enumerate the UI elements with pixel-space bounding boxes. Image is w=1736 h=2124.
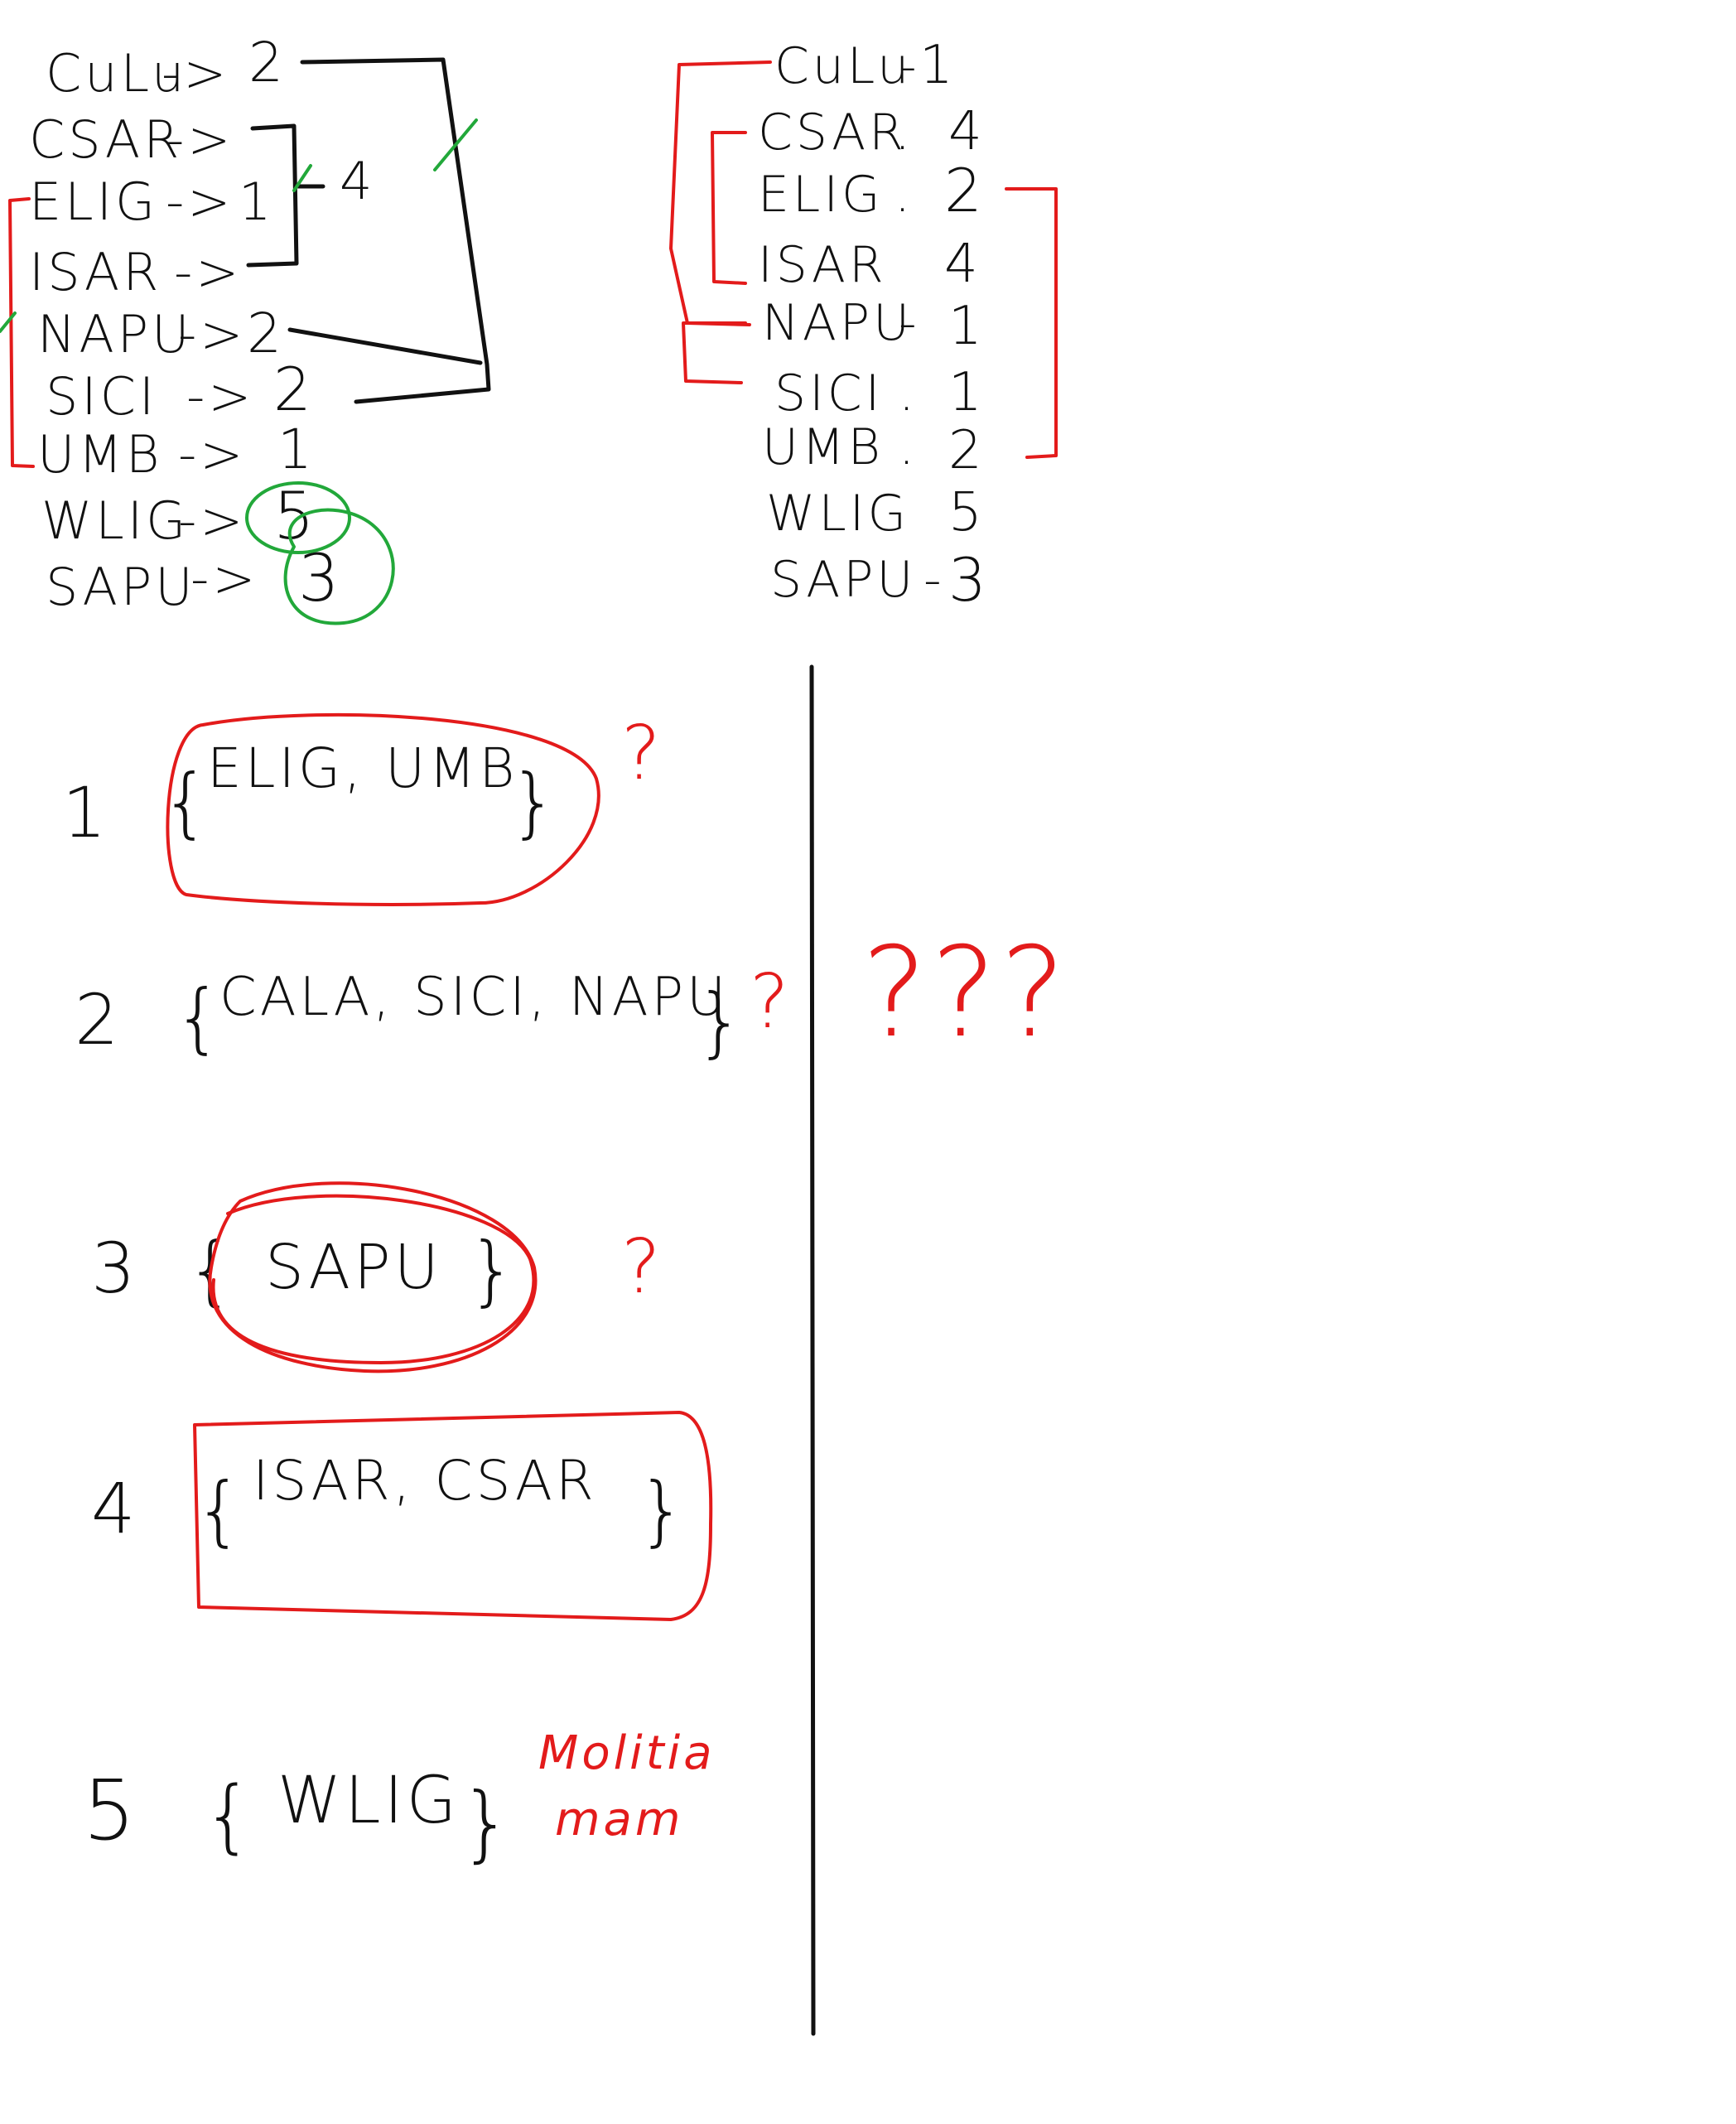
right-item-sep: - bbox=[923, 551, 945, 609]
left-item-name: NAPU bbox=[37, 304, 193, 364]
left-item-value: 5 bbox=[273, 480, 318, 554]
right-item-value: 2 bbox=[948, 420, 986, 481]
group-close-brace: } bbox=[638, 1466, 690, 1555]
group-number: 5 bbox=[83, 1762, 139, 1859]
check-mark bbox=[433, 118, 478, 171]
right-red-bracket-side bbox=[1005, 187, 1058, 459]
right-item-value: 1 bbox=[919, 35, 957, 96]
left-item-arrow: -> bbox=[186, 366, 254, 427]
question-mark: ? bbox=[750, 958, 793, 1045]
question-mark: ? bbox=[621, 710, 664, 797]
right-item-value: 4 bbox=[948, 101, 986, 162]
left-red-bracket bbox=[8, 197, 35, 468]
right-item-name: ISAR bbox=[758, 236, 887, 294]
right-item-sep: . bbox=[895, 104, 914, 162]
left-item-arrow: -> bbox=[162, 43, 229, 104]
group-box bbox=[193, 1411, 713, 1621]
left-item-arrow: -> bbox=[178, 304, 246, 364]
right-item-name: CSAR bbox=[758, 104, 907, 162]
left-item-arrow: -> bbox=[166, 171, 234, 232]
group-open-brace: { bbox=[203, 1769, 257, 1862]
left-list: CuLu -> 2 CSAR -> ELIG -> 1 ISAR -> NAPU… bbox=[0, 31, 491, 625]
right-item-name: ELIG bbox=[758, 166, 884, 224]
highlight-circle bbox=[283, 508, 395, 625]
group-members: CALA, SICI, NAPU bbox=[219, 967, 729, 1028]
group-members: WLIG bbox=[277, 1764, 460, 1838]
annotation-text: mam bbox=[555, 1793, 683, 1846]
left-item-name: CSAR bbox=[29, 109, 182, 170]
annotation-text: Molitia bbox=[538, 1726, 716, 1780]
group-open-brace: { bbox=[174, 973, 226, 1062]
right-item-value: 5 bbox=[948, 482, 986, 543]
right-item-value: 1 bbox=[948, 362, 986, 423]
right-item-sep: - bbox=[899, 37, 920, 95]
highlight-circle bbox=[245, 481, 351, 554]
left-item-value: 2 bbox=[248, 31, 287, 94]
left-item-value: 1 bbox=[277, 418, 316, 481]
left-item-name: SAPU bbox=[46, 557, 196, 617]
left-item-name: UMB bbox=[37, 424, 162, 485]
check-mark bbox=[292, 164, 312, 192]
right-item-sep: . bbox=[899, 418, 918, 476]
group-close-brace: } bbox=[460, 1774, 516, 1871]
right-red-bracket-outer bbox=[669, 60, 772, 326]
left-item-arrow: -> bbox=[178, 490, 246, 551]
right-item-sep: - bbox=[899, 294, 920, 352]
left-connector-line bbox=[287, 57, 491, 404]
group-members: ELIG, UMB bbox=[207, 736, 518, 800]
group-close-brace: } bbox=[509, 758, 562, 847]
left-item-arrow: -> bbox=[190, 548, 258, 609]
left-bracket bbox=[246, 123, 326, 268]
group-members: SAPU bbox=[265, 1232, 442, 1303]
left-item-name: ISAR bbox=[29, 242, 162, 302]
left-item-name: WLIG bbox=[41, 490, 189, 551]
right-item-name: SICI bbox=[774, 364, 883, 422]
group-circle bbox=[166, 712, 600, 906]
group-open-brace: { bbox=[195, 1466, 247, 1555]
right-red-bracket-inner bbox=[711, 131, 747, 285]
left-item-value: 1 bbox=[239, 171, 274, 232]
group-number: 3 bbox=[91, 1228, 138, 1309]
group-circle bbox=[208, 1181, 538, 1373]
left-item-arrow: -> bbox=[178, 424, 246, 485]
group-number: 4 bbox=[91, 1468, 138, 1549]
right-item-sep: . bbox=[895, 166, 914, 224]
groups: 1 { ELIG, UMB } ? 2 { CALA, SICI, NAPU }… bbox=[62, 710, 793, 1871]
right-item-value: 1 bbox=[948, 296, 986, 357]
left-item-name: ELIG bbox=[29, 171, 158, 232]
right-red-bracket-lower bbox=[682, 321, 747, 384]
right-item-name: NAPU bbox=[762, 294, 913, 352]
right-item-value: 4 bbox=[944, 234, 981, 295]
right-list: CuLu - 1 CSAR . 4 ELIG . 2 ISAR 4 NAPU -… bbox=[669, 35, 1058, 615]
right-item-name: SAPU bbox=[770, 551, 916, 609]
group-close-brace: } bbox=[468, 1226, 520, 1315]
group-members: ISAR, CSAR bbox=[253, 1449, 597, 1513]
left-item-name: SICI bbox=[46, 366, 157, 427]
left-item-value: 3 bbox=[298, 542, 343, 616]
check-mark bbox=[0, 311, 17, 333]
right-item-name: CuLu bbox=[774, 37, 912, 95]
left-item-arrow: -> bbox=[174, 242, 242, 302]
right-item-name: UMB bbox=[762, 418, 884, 476]
right-item-value: 2 bbox=[944, 156, 986, 225]
group-circle bbox=[211, 1194, 536, 1364]
left-item-arrow: -> bbox=[166, 109, 234, 170]
left-item-value: 2 bbox=[273, 355, 315, 424]
right-item-value: 3 bbox=[948, 545, 990, 615]
group-number: 2 bbox=[75, 979, 122, 1060]
right-item-name: WLIG bbox=[766, 485, 909, 543]
question-mark: ? bbox=[621, 1224, 664, 1311]
left-item-value: 2 bbox=[247, 302, 285, 365]
group-number: 1 bbox=[62, 772, 109, 853]
right-item-sep: . bbox=[899, 364, 918, 422]
left-item-name: CuLu bbox=[46, 43, 187, 104]
group-close-brace: } bbox=[696, 978, 748, 1066]
question-marks: ??? bbox=[861, 921, 1069, 1065]
left-bracket-value: 4 bbox=[340, 151, 375, 211]
vertical-divider bbox=[809, 664, 816, 2036]
